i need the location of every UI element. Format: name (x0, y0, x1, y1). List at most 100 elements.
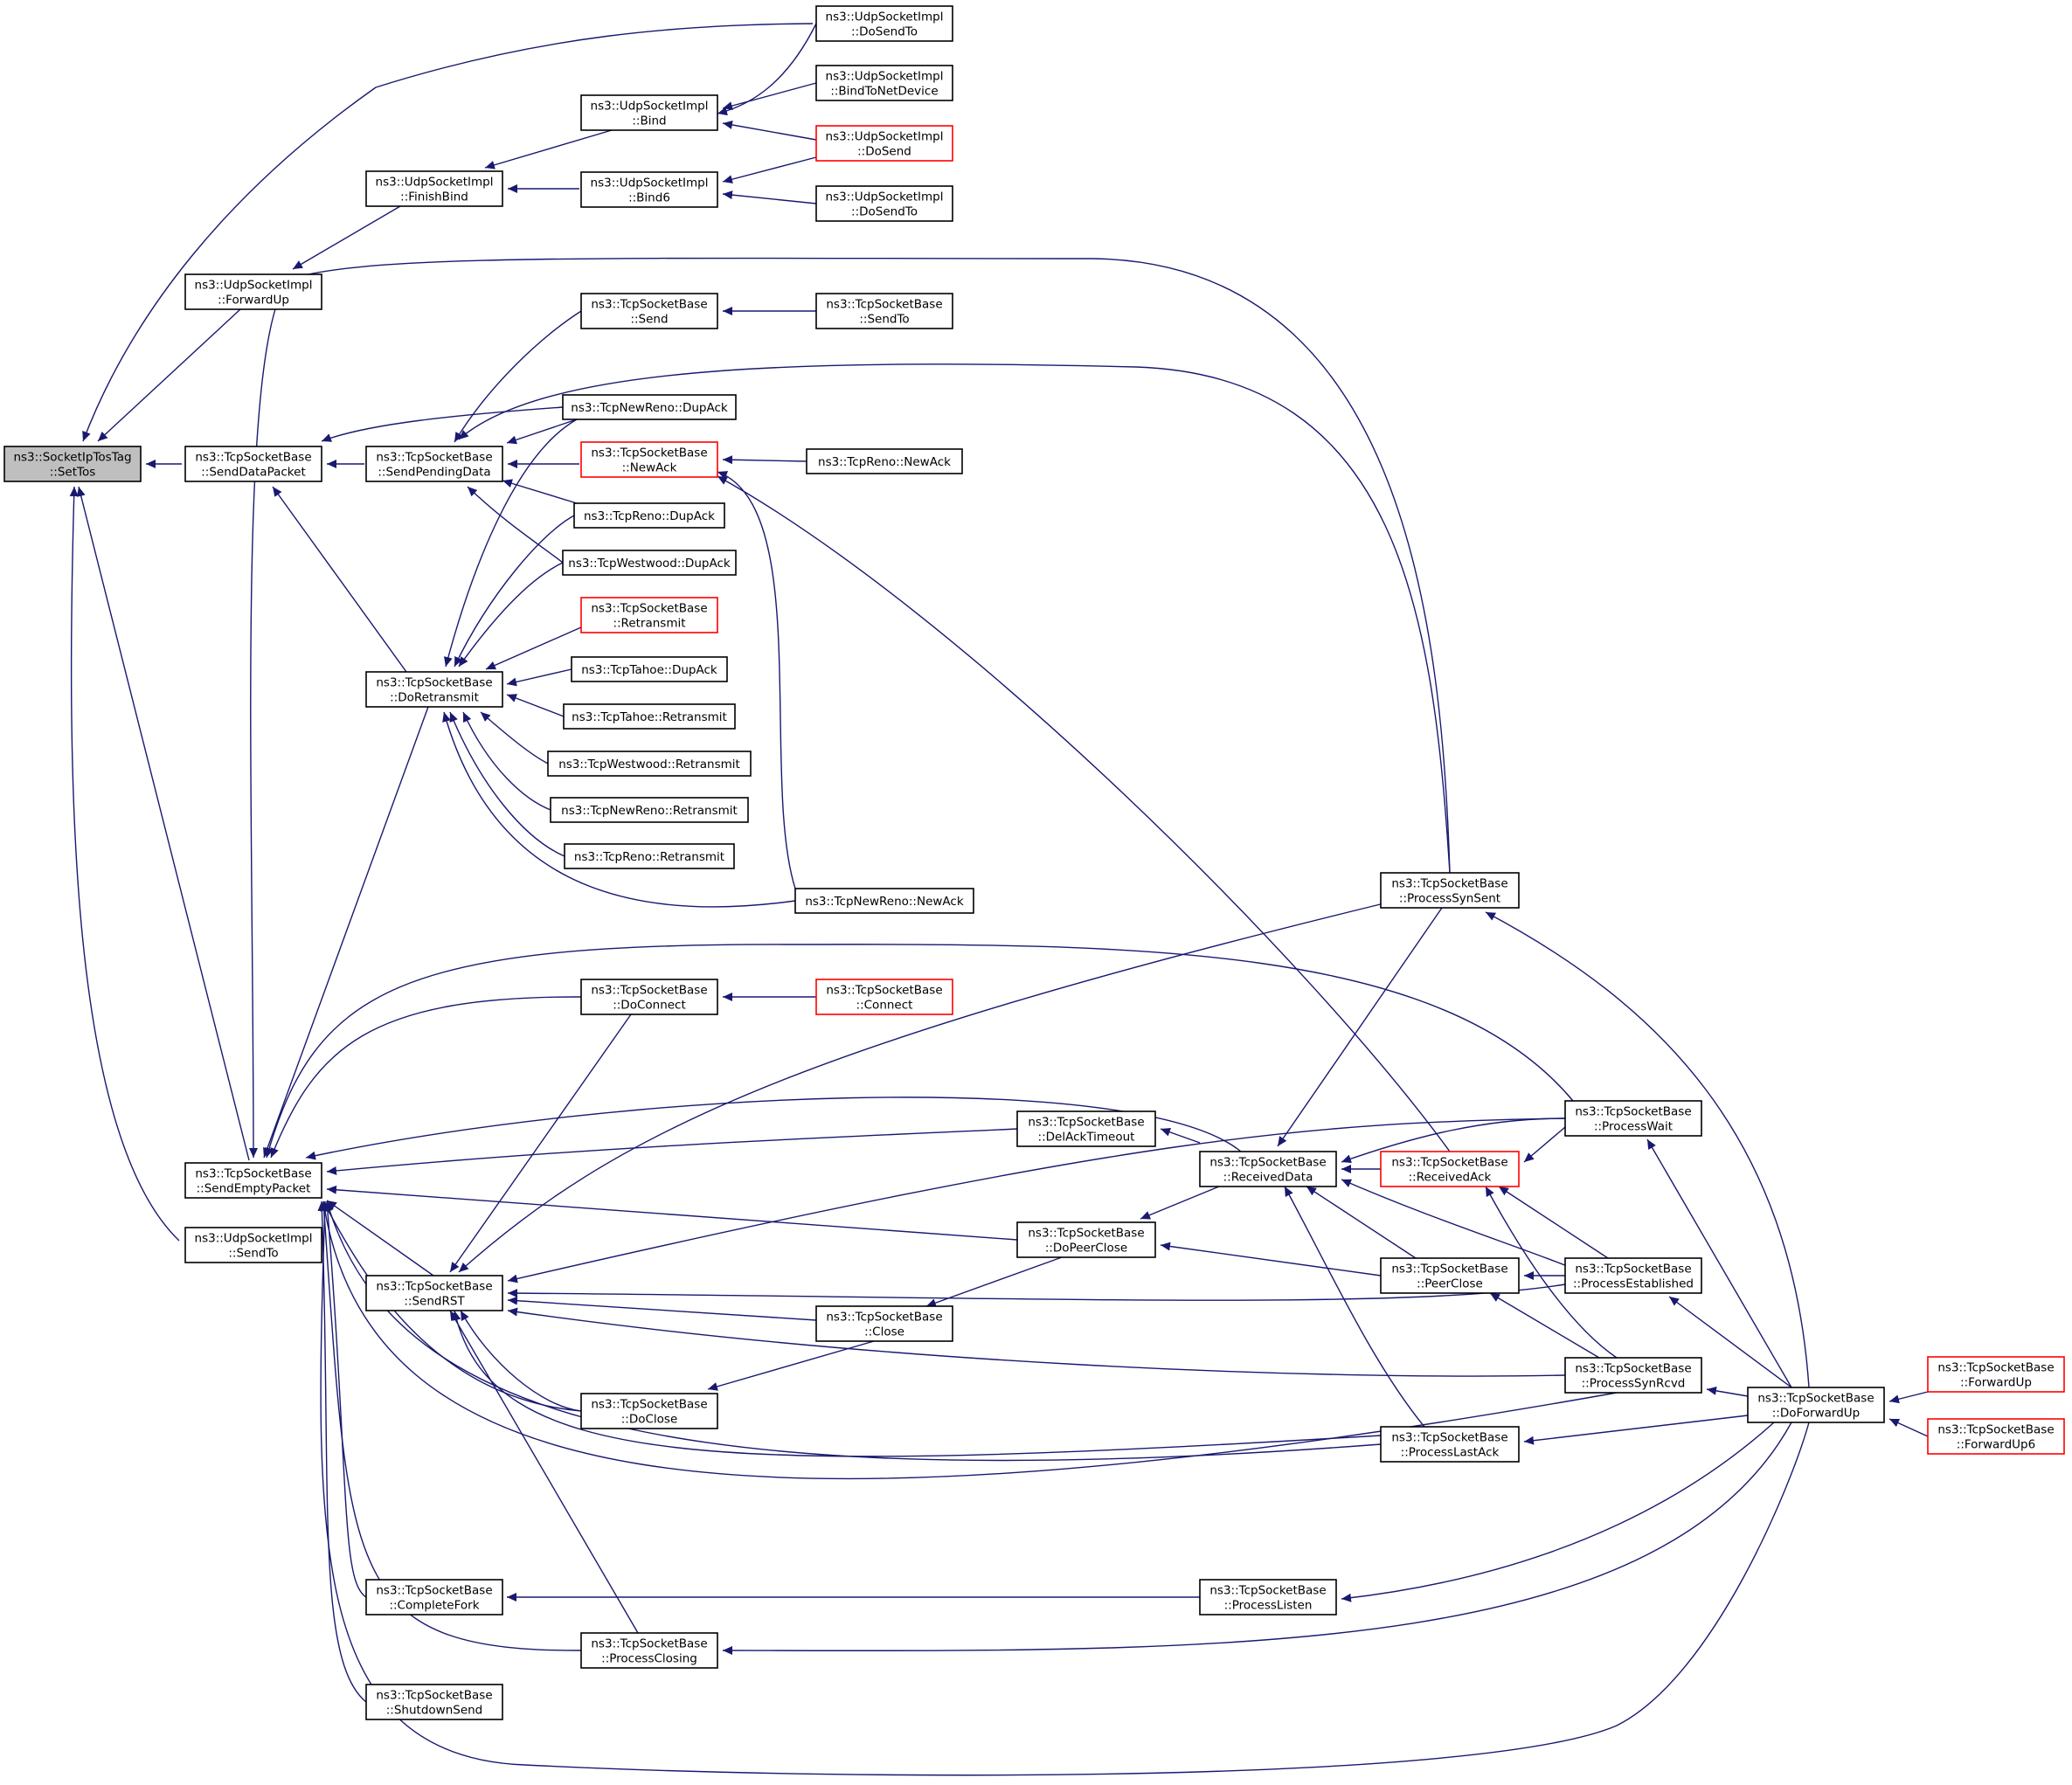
node-label: ns3::TcpSocketBase (376, 1280, 492, 1294)
node-peerclose[interactable]: ns3::TcpSocketBase::PeerClose (1380, 1257, 1520, 1294)
node-senddatapacket[interactable]: ns3::TcpSocketBase::SendDataPacket (184, 446, 322, 482)
node-processlastack[interactable]: ns3::TcpSocketBase::ProcessLastAck (1380, 1426, 1520, 1463)
edge-newack-to-receivedack (717, 475, 1451, 1152)
node-box (1927, 1418, 2065, 1455)
edge-sendemptypacket-to-completefork (322, 1200, 367, 1598)
edge-doforwardup-to-forwardup_tcp (1888, 1391, 1929, 1404)
node-processlisten[interactable]: ns3::TcpSocketBase::ProcessListen (1199, 1579, 1337, 1615)
node-newreno_newack[interactable]: ns3::TcpNewReno::NewAck (794, 888, 974, 914)
node-label: ::ReceivedAck (1409, 1171, 1492, 1185)
node-label: ::Close (864, 1325, 904, 1339)
node-sendemptypacket[interactable]: ns3::TcpSocketBase::SendEmptyPacket (184, 1162, 322, 1199)
node-westwood_retransmit[interactable]: ns3::TcpWestwood::Retransmit (547, 751, 752, 777)
edge-sendrst-to-processsynsent (458, 899, 1399, 1273)
node-label: ns3::TcpNewReno::DupAck (571, 401, 728, 415)
node-label: ns3::TcpSocketBase (826, 984, 942, 998)
edge-forwardup_udp-to-finishbind (292, 205, 401, 270)
node-dosendto1[interactable]: ns3::UdpSocketImpl::DoSendTo (815, 5, 953, 42)
node-processsynrcvd[interactable]: ns3::TcpSocketBase::ProcessSynRcvd (1564, 1357, 1702, 1394)
node-reno_newack[interactable]: ns3::TcpReno::NewAck (806, 448, 963, 474)
node-processclosing[interactable]: ns3::TcpSocketBase::ProcessClosing (580, 1632, 718, 1669)
node-label: ns3::TcpSocketBase (591, 602, 707, 616)
node-newreno_retransmit[interactable]: ns3::TcpNewReno::Retransmit (550, 797, 749, 823)
node-label: ::SendEmptyPacket (197, 1182, 311, 1196)
node-box (3, 446, 142, 482)
node-forwardup_tcp[interactable]: ns3::TcpSocketBase::ForwardUp (1927, 1356, 2065, 1393)
node-sendto_tcp[interactable]: ns3::TcpSocketBase::SendTo (815, 293, 953, 329)
node-doconnect[interactable]: ns3::TcpSocketBase::DoConnect (580, 979, 718, 1015)
node-doretransmit[interactable]: ns3::TcpSocketBase::DoRetransmit (365, 671, 503, 708)
node-sendpendingdata[interactable]: ns3::TcpSocketBase::SendPendingData (365, 446, 503, 482)
edge-receiveddata-to-processlastack (1284, 1186, 1425, 1428)
node-sendrst[interactable]: ns3::TcpSocketBase::SendRST (365, 1275, 503, 1311)
node-box (1747, 1387, 1885, 1423)
node-reno_dupack[interactable]: ns3::TcpReno::DupAck (573, 502, 725, 529)
edge-sendrst-to-doconnect (449, 1014, 632, 1273)
edge-doretransmit-to-westwood_retransmit (480, 711, 549, 765)
node-retransmit[interactable]: ns3::TcpSocketBase::Retransmit (580, 597, 718, 633)
node-processestablished[interactable]: ns3::TcpSocketBase::ProcessEstablished (1564, 1257, 1702, 1294)
node-forwardup6_tcp[interactable]: ns3::TcpSocketBase::ForwardUp6 (1927, 1418, 2065, 1455)
node-doclose[interactable]: ns3::TcpSocketBase::DoClose (580, 1393, 718, 1429)
edge-receiveddata-to-processsynsent (1277, 907, 1443, 1147)
node-label: ::SendDataPacket (201, 466, 306, 480)
node-label: ns3::TcpSocketBase (1937, 1361, 2054, 1375)
edge-dopeerclose-to-receiveddata (1140, 1186, 1220, 1220)
node-label: ns3::TcpNewReno::Retransmit (561, 804, 738, 818)
node-box (580, 979, 718, 1015)
node-box (365, 446, 503, 482)
node-box (815, 125, 953, 162)
node-box (580, 1393, 718, 1429)
node-dosend[interactable]: ns3::UdpSocketImpl::DoSend (815, 125, 953, 162)
node-finishbind[interactable]: ns3::UdpSocketImpl::FinishBind (365, 170, 503, 207)
edge-doretransmit-to-newreno_newack (442, 711, 796, 908)
node-bind[interactable]: ns3::UdpSocketImpl::Bind (580, 94, 718, 131)
edge-receiveddata-to-peerclose (1306, 1186, 1417, 1259)
node-connect[interactable]: ns3::TcpSocketBase::Connect (815, 979, 953, 1015)
node-reno_retransmit[interactable]: ns3::TcpReno::Retransmit (564, 843, 735, 869)
node-send_tcp[interactable]: ns3::TcpSocketBase::Send (580, 293, 718, 329)
node-forwardup_udp[interactable]: ns3::UdpSocketImpl::ForwardUp (184, 273, 322, 310)
edge-processwait-to-doforwardup (1646, 1138, 1792, 1388)
node-close[interactable]: ns3::TcpSocketBase::Close (815, 1305, 953, 1342)
node-receivedack[interactable]: ns3::TcpSocketBase::ReceivedAck (1380, 1151, 1520, 1187)
node-label: ::DelAckTimeout (1038, 1131, 1135, 1145)
node-sendto_udp_left[interactable]: ns3::UdpSocketImpl::SendTo (184, 1227, 322, 1263)
node-label: ns3::TcpSocketBase (1028, 1227, 1144, 1241)
node-bind6[interactable]: ns3::UdpSocketImpl::Bind6 (580, 171, 718, 208)
node-bindtonetdevice[interactable]: ns3::UdpSocketImpl::BindToNetDevice (815, 65, 953, 101)
node-label: ::DoPeerClose (1045, 1242, 1127, 1256)
node-label: ns3::TcpSocketBase (1209, 1584, 1326, 1598)
node-tahoe_dupack[interactable]: ns3::TcpTahoe::DupAck (571, 656, 728, 682)
node-label: ::BindToNetDevice (830, 85, 938, 99)
node-label: ns3::TcpReno::NewAck (818, 455, 951, 469)
node-shutdownsend[interactable]: ns3::TcpSocketBase::ShutdownSend (365, 1684, 503, 1720)
node-settos[interactable]: ns3::SocketIpTosTag::SetTos (3, 446, 142, 482)
node-newreno_dupack[interactable]: ns3::TcpNewReno::DupAck (562, 394, 737, 420)
node-label: ns3::TcpSocketBase (376, 451, 492, 465)
node-tahoe_retransmit[interactable]: ns3::TcpTahoe::Retransmit (563, 703, 736, 730)
node-westwood_dupack[interactable]: ns3::TcpWestwood::DupAck (562, 550, 737, 576)
node-label: ::DoClose (621, 1413, 678, 1427)
node-processsynsent[interactable]: ns3::TcpSocketBase::ProcessSynSent (1380, 872, 1520, 909)
edge-doretransmit-to-tahoe_dupack (506, 668, 572, 687)
node-newack[interactable]: ns3::TcpSocketBase::NewAck (580, 441, 718, 478)
edge-doclose-to-close (707, 1340, 875, 1391)
node-label: ns3::TcpSocketBase (1209, 1156, 1326, 1170)
node-label: ::ProcessListen (1224, 1599, 1313, 1613)
node-processwait[interactable]: ns3::TcpSocketBase::ProcessWait (1564, 1100, 1702, 1137)
node-label: ns3::TcpSocketBase (1391, 877, 1507, 891)
node-box (1564, 1100, 1702, 1137)
node-doforwardup[interactable]: ns3::TcpSocketBase::DoForwardUp (1747, 1387, 1885, 1423)
node-dopeerclose[interactable]: ns3::TcpSocketBase::DoPeerClose (1016, 1221, 1156, 1258)
node-label: ns3::TcpSocketBase (1937, 1423, 2054, 1437)
node-completefork[interactable]: ns3::TcpSocketBase::CompleteFork (365, 1579, 503, 1615)
node-box (550, 797, 749, 823)
node-receiveddata[interactable]: ns3::TcpSocketBase::ReceivedData (1199, 1151, 1337, 1187)
node-dosendto2[interactable]: ns3::UdpSocketImpl::DoSendTo (815, 185, 953, 222)
node-delacktimeout[interactable]: ns3::TcpSocketBase::DelAckTimeout (1016, 1110, 1156, 1147)
node-label: ::SetTos (50, 466, 96, 480)
node-label: ns3::TcpWestwood::DupAck (568, 557, 731, 571)
node-box (365, 1579, 503, 1615)
node-box (365, 1684, 503, 1720)
